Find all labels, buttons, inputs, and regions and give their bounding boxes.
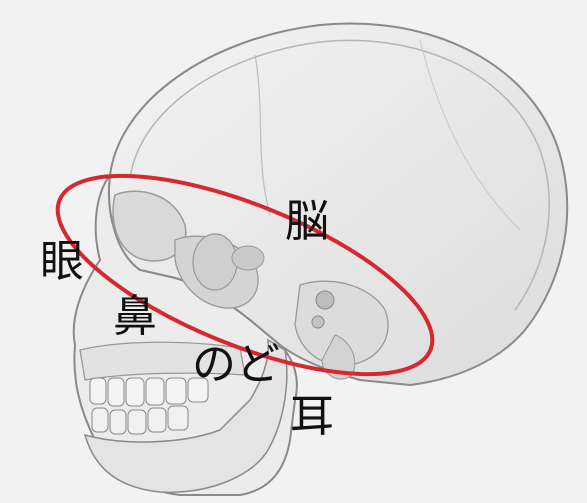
label-brain: 脳 — [285, 200, 329, 244]
label-nose: 鼻 — [113, 295, 157, 339]
ear-canal — [316, 291, 334, 309]
label-ear: 耳 — [290, 395, 334, 439]
upper-teeth — [90, 378, 208, 406]
ear-canal-2 — [312, 316, 324, 328]
sinus-2 — [232, 246, 264, 270]
label-eye: 眼 — [40, 240, 84, 284]
label-throat: のど — [192, 343, 280, 387]
lower-teeth — [92, 406, 188, 434]
sphenoid-sinus — [193, 234, 237, 290]
